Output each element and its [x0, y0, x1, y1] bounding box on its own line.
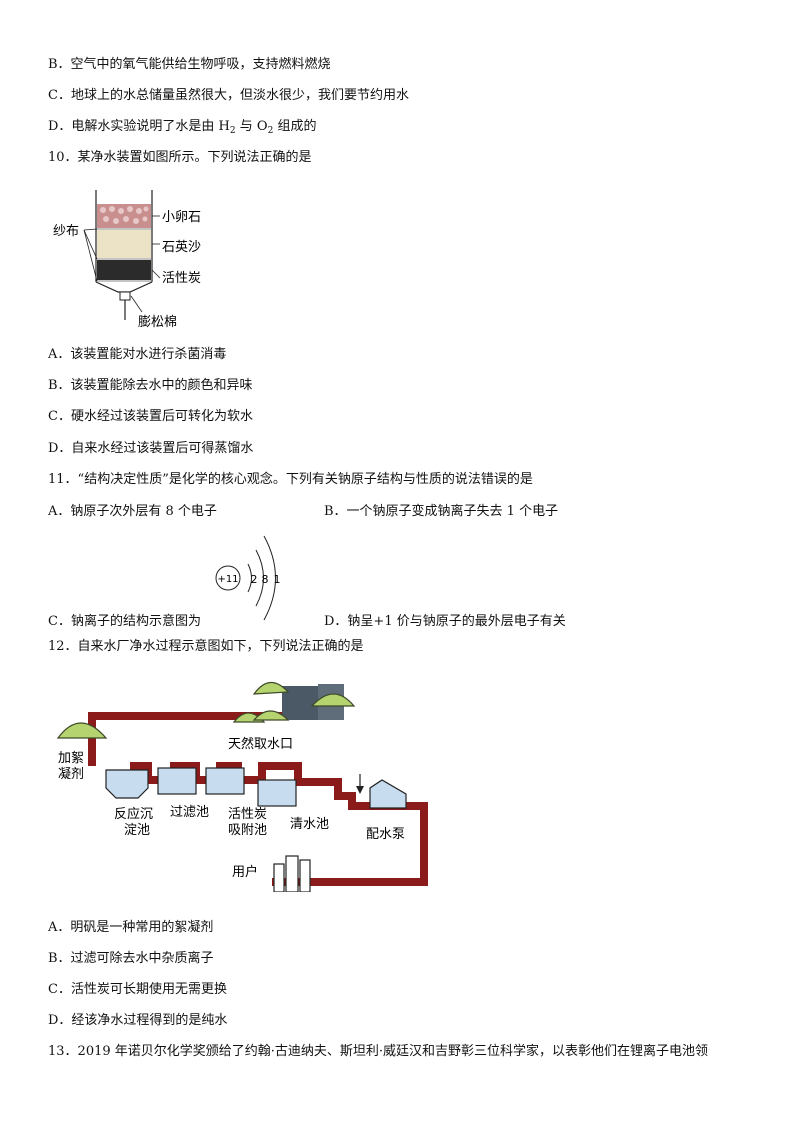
q10-stem: 10．某净水装置如图所示。下列说法正确的是 — [48, 150, 312, 165]
pipe-main — [106, 762, 428, 886]
filter-tank — [157, 767, 197, 795]
shell-arc-3 — [263, 535, 276, 621]
label-sediment-2: 淀池 — [124, 823, 150, 838]
sedimentation-tank — [105, 769, 149, 799]
sodium-structure-diagram: +11 2 8 1 — [215, 535, 281, 621]
pipe-intake — [88, 712, 288, 766]
q12-option-d: D．经该净水过程得到的是纯水 — [48, 1013, 228, 1028]
q11-option-a: A．钠原子次外层有 8 个电子 — [48, 504, 217, 519]
dosing-arrow-head — [356, 786, 364, 794]
label-pump: 配水泵 — [366, 827, 405, 842]
q10-option-a: A．该装置能对水进行杀菌消毒 — [48, 347, 227, 362]
label-coagulant-2: 凝剂 — [58, 766, 84, 782]
clear-tank — [257, 779, 297, 807]
label-pebble: 小卵石 — [162, 210, 201, 225]
shell-electrons-3: 1 — [274, 573, 281, 586]
label-gauze: 纱布 — [53, 224, 79, 239]
label-clear-tank: 清水池 — [290, 817, 329, 832]
q11-option-b: B．一个钠原子变成钠离子失去 1 个电子 — [324, 504, 559, 519]
tube-funnel — [95, 281, 153, 293]
q9-option-c: C．地球上的水总储量虽然很大，但淡水很少，我们要节约用水 — [48, 88, 409, 103]
q9-option-d-sub-2: 2 — [267, 126, 274, 136]
shell-arc-1 — [247, 563, 252, 593]
label-intake: 天然取水口 — [228, 736, 293, 752]
carbon-tank — [205, 767, 245, 795]
label-sediment-1: 反应沉 — [114, 806, 153, 822]
pebble-layer — [97, 204, 151, 228]
outlet-nozzle — [119, 291, 131, 301]
q10-option-b: B．该装置能除去水中的颜色和异味 — [48, 378, 253, 393]
water-filter-figure: 纱布 小卵石 石英沙 活性炭 膨松棉 — [53, 190, 201, 330]
shell-electrons-2: 8 — [262, 573, 269, 586]
label-carbon-tank-2: 吸附池 — [228, 823, 267, 838]
q9-option-d: D．电解水实验说明了水是由 H2 与 O2 组成的 — [48, 118, 316, 140]
nucleus-label: +11 — [217, 574, 238, 585]
q12-stem: 12．自来水厂净水过程示意图如下，下列说法正确的是 — [48, 639, 364, 654]
sand-layer — [97, 230, 151, 258]
label-filter: 过滤池 — [170, 805, 209, 820]
q12-option-b: B．过滤可除去水中杂质离子 — [48, 951, 214, 966]
pipe-network — [88, 712, 428, 886]
q11-option-d: D．钠呈+1 价与钠原子的最外层电子有关 — [324, 614, 566, 629]
q9-option-d-text-1: D．电解水实验说明了水是由 H — [48, 119, 230, 134]
q13-stem: 13．2019 年诺贝尔化学奖颁给了约翰·古迪纳夫、斯坦利·威廷汉和吉野彰三位科… — [48, 1044, 709, 1059]
q11-stem: 11．“结构决定性质”是化学的核心观念。下列有关钠原子结构与性质的说法错误的是 — [48, 472, 533, 487]
q9-option-d-sub-1: 2 — [229, 126, 236, 136]
water-plant-diagram: 天然取水口 加絮 凝剂 反应沉 淀池 过滤池 活性炭 吸附池 清水池 配水泵 用… — [56, 681, 428, 892]
nucleus-circle — [215, 565, 241, 591]
q9-option-b: B．空气中的氧气能供给生物呼吸，支持燃料燃烧 — [48, 57, 331, 72]
q9-option-d-text-2: 与 O — [235, 119, 268, 134]
q11-option-c: C．钠离子的结构示意图为 — [48, 614, 201, 629]
q12-option-c: C．活性炭可长期使用无需更换 — [48, 982, 227, 997]
label-sand: 石英沙 — [162, 240, 201, 255]
label-user: 用户 — [232, 864, 258, 880]
q9-option-d-text-3: 组成的 — [273, 119, 317, 134]
q12-option-a: A．明矾是一种常用的絮凝剂 — [48, 920, 214, 935]
pump-house — [369, 779, 407, 809]
shell-arc-2 — [255, 549, 264, 607]
user-buildings — [273, 855, 311, 892]
label-coagulant-1: 加絮 — [58, 750, 84, 766]
label-carbon-tank-1: 活性炭 — [228, 807, 267, 822]
label-carbon: 活性炭 — [162, 271, 201, 286]
label-cotton: 膨松棉 — [138, 315, 177, 330]
shell-electrons-1: 2 — [251, 573, 258, 586]
carbon-layer — [97, 260, 151, 280]
q10-option-d: D．自来水经过该装置后可得蒸馏水 — [48, 441, 254, 456]
q10-option-c: C．硬水经过该装置后可转化为软水 — [48, 409, 253, 424]
hills — [56, 681, 356, 739]
